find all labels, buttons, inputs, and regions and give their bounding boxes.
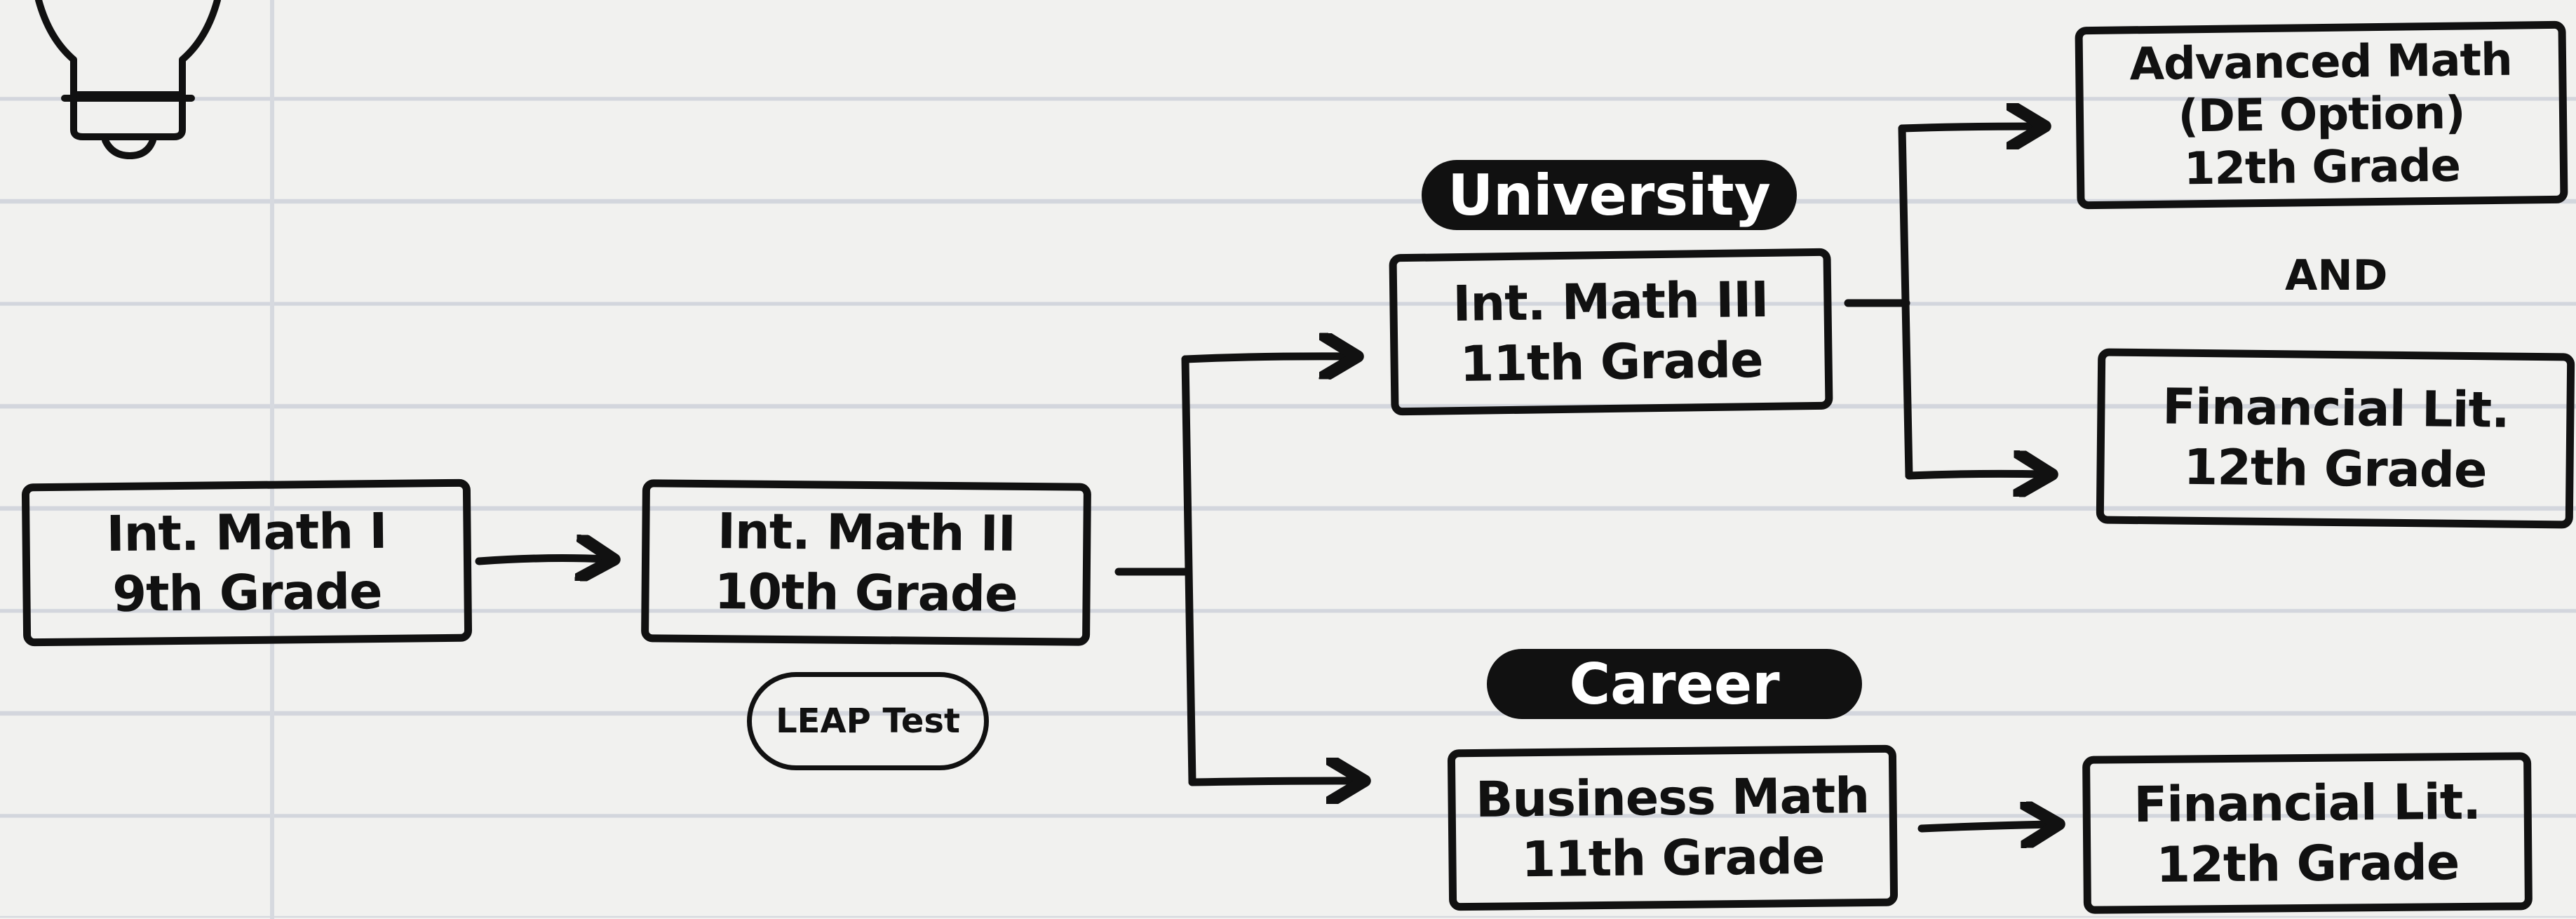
node-int-math-2: Int. Math II 10th Grade xyxy=(640,479,1092,646)
career-pathway-label: Career xyxy=(1487,649,1862,719)
leap-test-badge: LEAP Test xyxy=(747,672,989,770)
university-pathway-label: University xyxy=(1422,160,1797,230)
notebook-margin-line xyxy=(270,0,274,919)
university-label-text: University xyxy=(1448,162,1771,228)
node-grade: 11th Grade xyxy=(1459,330,1764,394)
node-title: Int. Math I xyxy=(106,502,387,563)
arrow-business-to-financial-lit xyxy=(1917,824,2051,829)
node-title: Int. Math II xyxy=(717,502,1016,563)
arrow-to-advanced-math xyxy=(1898,126,2037,128)
arrow-math1-to-math2 xyxy=(475,558,607,561)
arrow-to-financial-lit-university xyxy=(1905,474,2044,476)
arrow-branch-to-business-math xyxy=(1188,781,1357,782)
node-financial-lit-university: Financial Lit. 12th Grade xyxy=(2096,348,2575,529)
arrow-branch-to-math3 xyxy=(1181,356,1350,359)
node-grade: 9th Grade xyxy=(112,562,382,624)
and-label: AND xyxy=(2285,251,2388,300)
node-title: Int. Math III xyxy=(1452,270,1769,333)
career-label-text: Career xyxy=(1569,651,1780,717)
branch-trunk xyxy=(1181,355,1196,786)
node-title: Financial Lit. xyxy=(2133,772,2481,833)
node-advanced-math: Advanced Math (DE Option) 12th Grade xyxy=(2075,20,2568,210)
node-title: Business Math xyxy=(1475,767,1870,829)
node-grade: 12th Grade xyxy=(2183,140,2461,195)
node-business-math: Business Math 11th Grade xyxy=(1447,744,1899,911)
node-title: Advanced Math xyxy=(2129,34,2513,90)
node-grade: 10th Grade xyxy=(714,563,1018,623)
node-financial-lit-career: Financial Lit. 12th Grade xyxy=(2082,752,2533,914)
node-int-math-1: Int. Math I 9th Grade xyxy=(21,478,473,647)
node-int-math-3: Int. Math III 11th Grade xyxy=(1389,248,1833,416)
branch-trunk-right xyxy=(1898,124,1913,480)
node-grade: 12th Grade xyxy=(2156,833,2460,894)
node-grade: 11th Grade xyxy=(1521,827,1825,889)
node-subtitle: (DE Option) xyxy=(2178,87,2465,142)
node-title: Financial Lit. xyxy=(2162,377,2510,439)
node-grade: 12th Grade xyxy=(2183,438,2487,499)
lightbulb-icon xyxy=(35,0,221,159)
